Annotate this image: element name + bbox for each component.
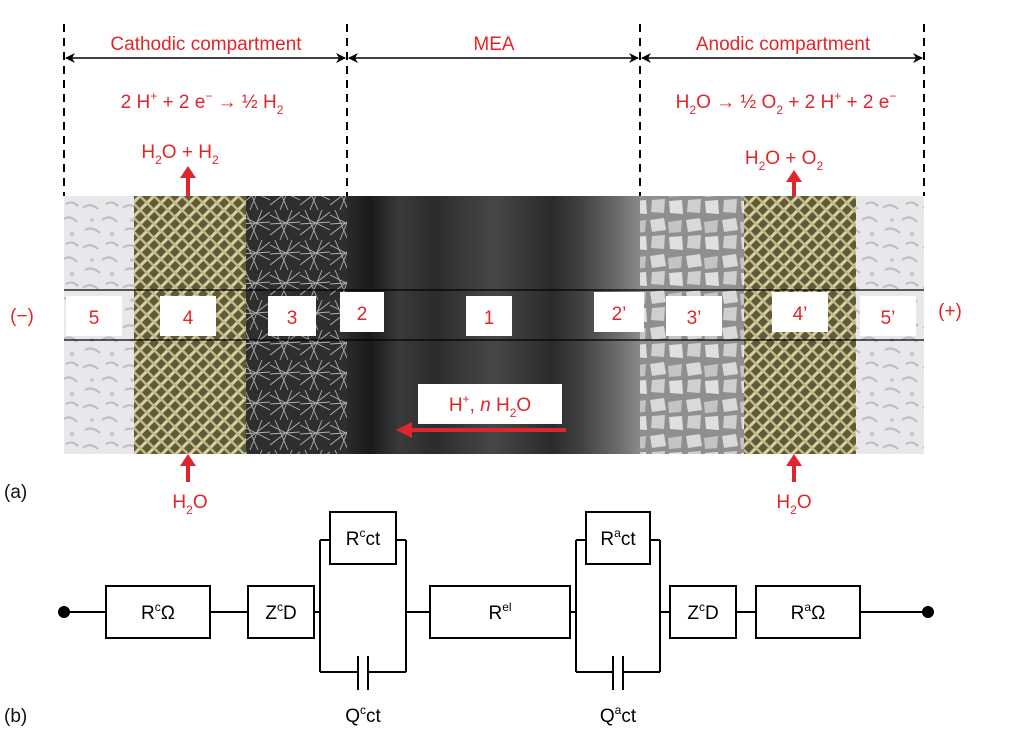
- qc-ct-label: Qcct: [345, 703, 381, 727]
- panel-label-b: (b): [4, 706, 27, 727]
- cathode-reaction: 2 H+ + 2 e− → ½ H2: [121, 89, 284, 117]
- circuit-terminal-right: [922, 606, 934, 618]
- qa-ct-label: Qact: [600, 703, 637, 727]
- layer-labels: 5 4 3 2 1 2’ 3’ 4’ 5’: [66, 292, 916, 336]
- zc-d-right-label: ZcD: [687, 600, 718, 624]
- equivalent-circuit: [64, 511, 928, 690]
- ra-ct-label: Ract: [600, 526, 636, 550]
- layer-label: 4’: [793, 304, 808, 325]
- product-arrows: [180, 166, 802, 198]
- layer-label: 2: [357, 304, 368, 325]
- layer-label: 2’: [612, 304, 627, 325]
- proton-flow-label: H+, n H2O: [449, 392, 531, 420]
- positive-pole-label: (+): [938, 301, 962, 322]
- cathodic-compartment-label: Cathodic compartment: [110, 34, 302, 55]
- cathode-products: H2O + H2: [141, 142, 219, 167]
- layer-label: 1: [484, 308, 495, 329]
- zc-d-left-label: ZcD: [265, 600, 296, 624]
- layer-label: 5’: [881, 308, 896, 329]
- layer-label: 3’: [687, 308, 702, 329]
- proton-flow-arrow: [396, 422, 566, 438]
- anode-products: H2O + O2: [745, 148, 824, 173]
- anode-reaction: H2O → ½ O2 + 2 H+ + 2 e−: [676, 89, 897, 117]
- anode-water-input: H2O: [776, 492, 811, 517]
- anodic-compartment-label: Anodic compartment: [696, 34, 871, 55]
- circuit-terminal-left: [58, 606, 70, 618]
- compartment-dividers: [63, 24, 925, 196]
- rc-ct-label: Rcct: [346, 526, 381, 550]
- rc-omega-label: RcΩ: [141, 600, 175, 624]
- ra-omega-label: RaΩ: [791, 600, 826, 624]
- water-input-arrows: [180, 454, 802, 482]
- layer-label: 3: [287, 308, 298, 329]
- layer-label: 4: [183, 308, 194, 329]
- cathode-water-input: H2O: [172, 492, 207, 517]
- layer-label: 5: [89, 308, 100, 329]
- mea-label: MEA: [473, 34, 515, 55]
- proton-flow-label-box: [418, 384, 562, 424]
- r-el-label: Rel: [488, 600, 511, 624]
- panel-label-a: (a): [4, 482, 27, 503]
- negative-pole-label: (−): [10, 306, 34, 327]
